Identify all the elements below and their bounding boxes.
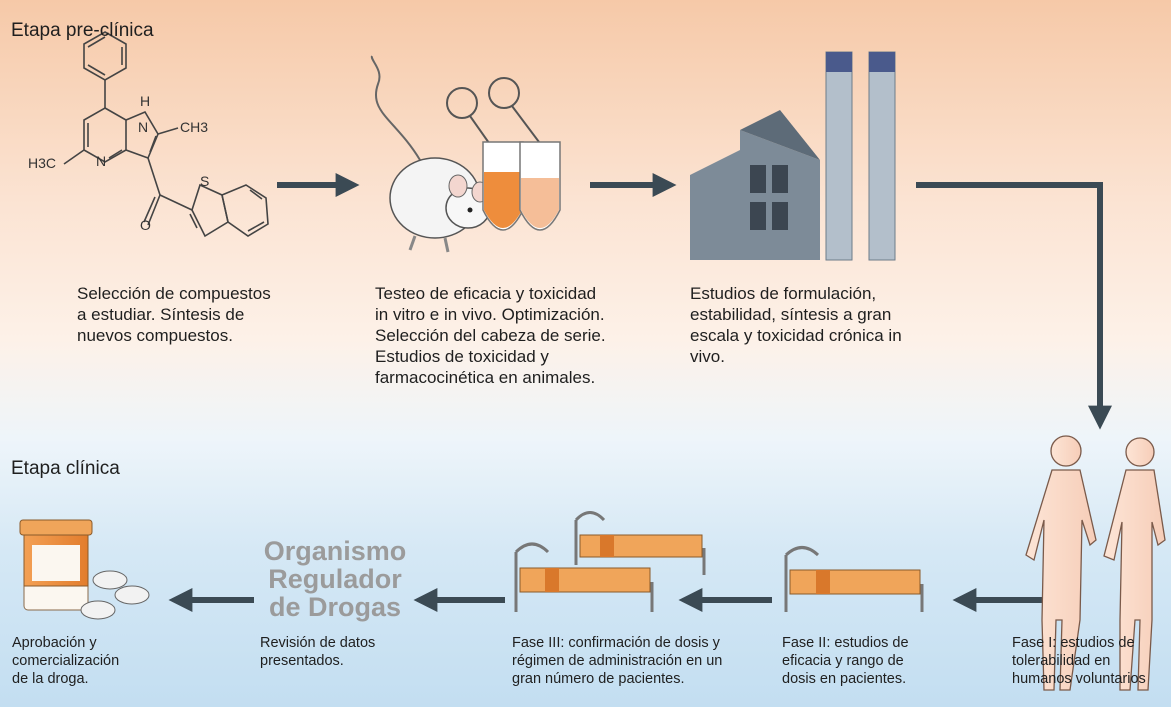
clinical-stage-label: Etapa clínica — [11, 458, 120, 479]
atom-n1-label: N — [138, 119, 148, 135]
regulator-label: Organismo Regulador de Drogas — [263, 536, 407, 622]
step-phase3: Fase III: confirmación de dosis y régime… — [512, 635, 723, 687]
step-compound-selection: Selección de compuestos a estudiar. Sínt… — [77, 284, 271, 345]
bed-phase2 — [784, 546, 924, 612]
human-volunteers-illustration — [1025, 435, 1166, 691]
atom-s-label: S — [200, 173, 209, 189]
atom-ch3-label: CH3 — [180, 119, 208, 135]
factory-illustration — [690, 51, 896, 261]
step-formulation: Estudios de formulación, estabilidad, sí… — [690, 284, 902, 366]
step-approval: Aprobación y comercialización de la drog… — [12, 635, 120, 687]
step-review: Revisión de datos presentados. — [260, 635, 376, 669]
step-phase2: Fase II: estudios de eficacia y rango de… — [782, 635, 909, 687]
molecule-structure — [63, 31, 269, 238]
lab-mouse-illustration — [370, 55, 491, 253]
atom-h-label: H — [140, 93, 150, 109]
test-tubes — [482, 141, 561, 231]
atom-o-label: O — [140, 217, 151, 233]
preclinical-stage-label: Etapa pre-clínica — [11, 20, 154, 41]
step-efficacy-testing: Testeo de eficacia y toxicidad in vitro … — [375, 284, 606, 387]
atom-h3c-label: H3C — [28, 155, 56, 171]
step-phase1: Fase I: estudios de tolerabilidad en hum… — [1012, 635, 1146, 687]
bed-phase3-front — [514, 542, 654, 612]
hospital-beds — [514, 511, 924, 612]
atom-n2-label: N — [96, 153, 106, 169]
drug-bottle-and-pills — [19, 519, 150, 620]
flow-arrows — [168, 173, 1112, 612]
bed-phase3-back — [574, 511, 706, 575]
